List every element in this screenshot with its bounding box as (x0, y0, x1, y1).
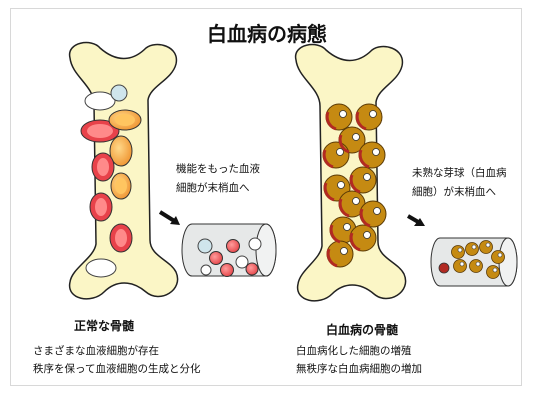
white-cell (201, 265, 211, 275)
normal-blood-vessel (182, 224, 276, 277)
white-cell (86, 259, 116, 277)
leukemia-note-line1: 未熟な芽球（白血病 (412, 164, 507, 183)
blast-cell (470, 260, 483, 273)
normal-bone-marrow (70, 43, 178, 299)
orange-cell-core (115, 178, 127, 194)
leukemia-note-line2: 細胞）が末梢血へ (412, 183, 507, 202)
orange-cell-core (115, 114, 135, 126)
leukemia-desc: 白血病化した細胞の増殖 無秩序な白血病細胞の増加 (296, 342, 422, 378)
normal-desc-line2: 秩序を保って血液細胞の生成と分化 (33, 360, 200, 378)
leukemia-note: 未熟な芽球（白血病 細胞）が末梢血へ (412, 164, 507, 202)
normal-note: 機能をもった血液 細胞が末梢血へ (176, 160, 260, 198)
leukemia-bone-outline (296, 45, 406, 301)
red-cell (439, 263, 449, 273)
red-cell-core (97, 158, 109, 176)
red-cell (221, 264, 234, 277)
blast-cell (452, 246, 465, 259)
white-cell (249, 238, 261, 250)
leukemia-desc-line2: 無秩序な白血病細胞の増加 (296, 360, 422, 378)
red-cell (210, 252, 223, 265)
normal-note-line2: 細胞が末梢血へ (176, 179, 260, 198)
blue-cell (198, 239, 212, 253)
blue-cell (111, 85, 127, 101)
normal-desc: さまざまな血液細胞が存在 秩序を保って血液細胞の生成と分化 (33, 342, 200, 378)
leukemia-blood-vessel (431, 238, 517, 286)
normal-note-line1: 機能をもった血液 (176, 160, 260, 179)
red-cell (227, 240, 240, 253)
blast-cell (454, 260, 467, 273)
blast-cell (487, 266, 500, 279)
red-cell-core (115, 229, 127, 247)
red-cell (246, 263, 258, 275)
normal-heading: 正常な骨髄 (74, 317, 134, 335)
leukemia-heading: 白血病の骨髄 (326, 321, 398, 339)
white-cell (85, 92, 115, 110)
blast-cell (480, 241, 493, 254)
red-cell-core (87, 124, 113, 138)
normal-desc-line1: さまざまな血液細胞が存在 (33, 342, 200, 360)
blast-cell (492, 251, 505, 264)
leukemia-desc-line1: 白血病化した細胞の増殖 (296, 342, 422, 360)
red-cell-core (95, 198, 107, 216)
blast-cell (466, 243, 479, 256)
normal-bone-outline (70, 43, 178, 299)
leukemia-bone-marrow (296, 45, 406, 301)
